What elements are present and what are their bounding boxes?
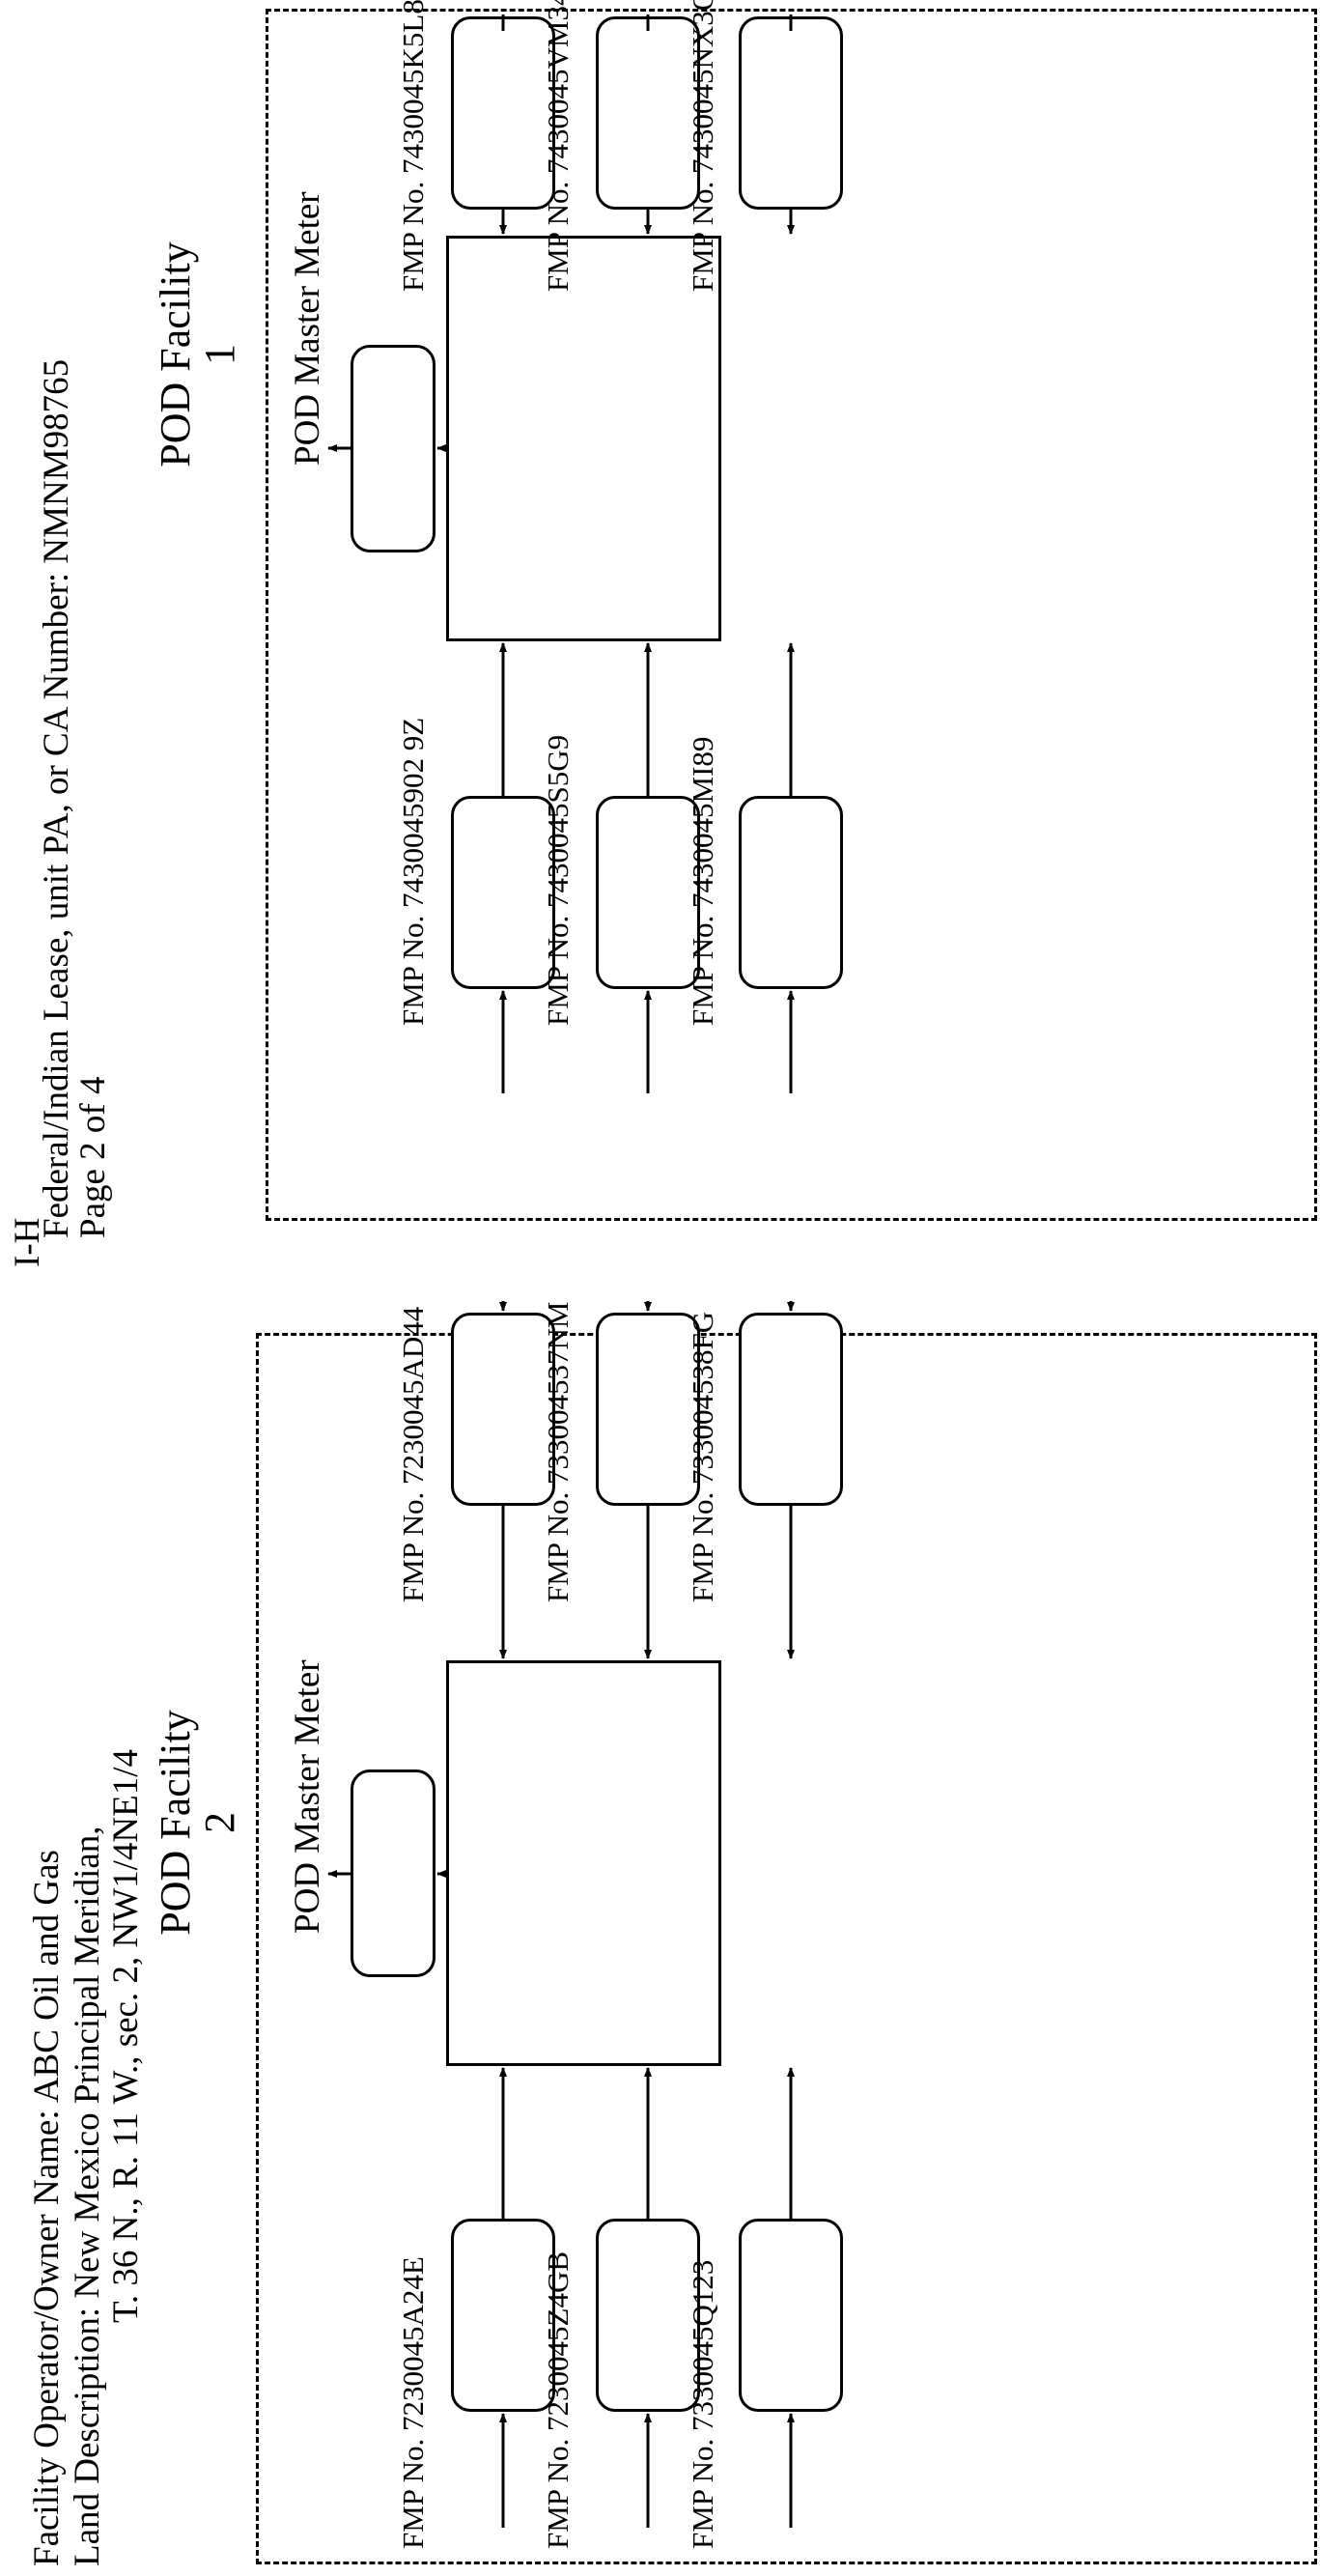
flow-arrows: [327, 14, 795, 2528]
diagram-page: Facility Operator/Owner Name: ABC Oil an…: [8, 0, 1317, 2566]
